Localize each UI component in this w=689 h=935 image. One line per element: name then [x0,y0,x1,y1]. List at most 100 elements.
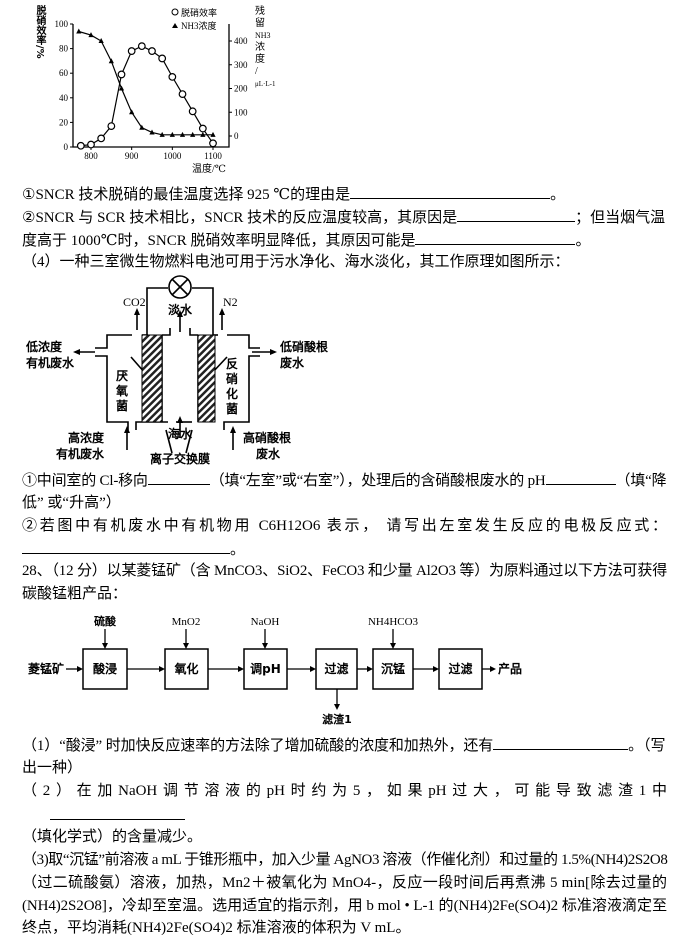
answer-blank[interactable] [415,230,576,245]
left-outlet-label: 低浓度 [25,339,63,354]
x-tick-label: 900 [125,151,139,161]
flow-step-box [164,648,209,690]
plot-frame [72,24,230,148]
arrowhead [262,643,268,649]
answer-blank[interactable] [147,470,210,485]
q3-line-2: ②SNCR 与 SCR 技术相比，SNCR 技术的反应温度较高，其原因是 ；但当烟… [22,207,667,228]
efficiency-point [127,47,136,55]
flow-step-box [243,648,288,690]
efficiency-point [76,141,85,150]
answer-blank[interactable] [493,735,629,750]
x-tick-label: 1100 [204,151,222,161]
left-inlet-label-2: 有机废水 [56,446,105,461]
answer-blank[interactable] [50,805,185,820]
punct: 。 [575,233,591,249]
q3-question-2-cont: ；但当烟气温 [575,210,666,226]
answer-blank[interactable] [350,184,551,199]
flow-step-box [82,648,128,690]
nh3-point [149,129,155,135]
flow-step-label: 过滤 [448,661,472,676]
nh3-point [108,58,114,64]
y2-axis-label-char: / [255,66,258,77]
y2-tick-label: 100 [234,107,248,117]
anaerobe-label-3: 菌 [116,398,128,413]
q3-question-2: ②SNCR 与 SCR 技术相比，SNCR 技术的反应温度较高，其原因是 [22,210,458,226]
nh3-point [88,32,94,38]
nh3-point [118,85,125,91]
arrowhead [238,666,244,672]
q3-question-1: ①SNCR 技术脱硝的最佳温度选择 925 ℃的理由是 [22,187,351,203]
q28-part-2-answer-line [50,805,250,826]
q28-part-2: （2）在加NaOH调节溶液的pH时约为5，如果pH过大，可能导致滤渣1中 [22,783,667,799]
x-tick-label: 800 [84,151,98,161]
y-tick-label: 40 [59,93,69,103]
series-line-0 [80,45,214,147]
nh3-point [129,109,135,115]
y2-axis-label-char: 残 [255,4,265,17]
legend-nh3: NH3浓度 [181,20,217,31]
anode-electrode [141,334,163,423]
q4-sub-1: ①中间室的 Cl-移向（填“左室”或“右室”），处理后的含硝酸根废水的 pH（填… [22,470,667,491]
efficiency-point [117,70,126,79]
arrowhead [183,643,189,649]
punct: 。 [550,187,566,203]
arrowhead [433,666,439,672]
reagent-label: NH4HCO3 [368,616,419,628]
q4-sub-1-text-3: （填“降 [615,473,667,489]
arrowhead [334,704,340,710]
q28-part-3-line-1: （3)取“沉锰”前溶液 a mL 于锥形瓶中，加入少量 AgNO3 溶液（作催化… [22,852,668,868]
flow-step-label: 调pH [250,662,281,676]
y-tick-label: 0 [64,142,69,152]
right-inlet-label-2: 废水 [256,446,281,461]
efficiency-point [178,90,187,99]
q28-title-2: 碳酸锰粗产品： [22,586,128,602]
nh3-point [169,131,175,137]
efficiency-point [198,124,207,133]
nh3-point [200,131,206,137]
flow-step-box [315,648,358,690]
y-tick-label: 80 [59,44,69,54]
q28-part-3-line-2: （过二硫酸氨）溶液，加热，Mn2＋被氧化为 MnO4-，反应一段时间后再煮沸 5… [22,875,667,891]
y2-axis-label-char: 留 [255,16,265,29]
residue-label: 滤渣1 [322,712,352,726]
flow-step-label: 酸浸 [93,661,117,676]
q28-title: 28、（12 分）以某菱锰矿（含 MnCO3、SiO2、FeCO3 和少量 Al… [22,563,667,579]
nh3-point [76,28,82,34]
y2-axis-label-char: 度 [255,52,265,65]
denitrifier-label-4: 菌 [226,401,238,416]
efficiency-point [158,54,167,63]
legend: 脱硝效率 NH3浓度 [171,7,217,31]
arrowhead [102,643,108,649]
q4-sub-2-answer-line: 。 [22,539,667,560]
flow-step-label: 氧化 [173,661,198,676]
arrowhead [310,666,316,672]
anaerobe-label-2: 氧 [115,383,128,398]
nh3-point [98,38,104,43]
y2-tick-label: 400 [234,36,248,46]
q28-part-2-tail: （填化学式）的含量减少。 [22,829,203,845]
q28-part-3-line-4: 终点，平均消耗(NH4)2Fe(SO4)2 标准溶液的体积为 V mL。 [22,920,411,935]
efficiency-point [87,140,95,149]
denitrifier-label-3: 化 [226,386,238,401]
reagent-label: MnO2 [172,616,201,628]
answer-blank[interactable] [545,470,616,485]
x-tick-label: 1000 [163,151,182,161]
fuel-cell-diagram: CO2 淡水 N2 低浓度 有机废水 低硝酸根 废水 厌 氧 菌 反 硝 化 菌… [25,275,328,466]
punct: 。 [230,542,246,558]
y-tick-label: 100 [55,19,69,29]
y-tick-label: 20 [59,117,69,127]
answer-blank[interactable] [457,207,576,222]
series-line-1 [78,30,213,136]
right-outlet-label: 低硝酸根 [279,339,328,354]
y2-tick-label: 200 [234,84,248,94]
denitrifier-label-2: 硝 [226,371,238,386]
answer-blank[interactable] [22,539,230,554]
q28-part-1-text-2: 。（写 [628,738,666,754]
q4-sub-2: ②若图中有机废水中有机物用 C6H12O6 表示， 请写出左室发生反应的电极反应… [22,518,667,534]
y-axis-label-left: 脱硝效率/% [34,5,45,59]
nh3-point [179,131,186,137]
efficiency-point [168,72,177,81]
co2-label: CO2 [123,295,146,309]
